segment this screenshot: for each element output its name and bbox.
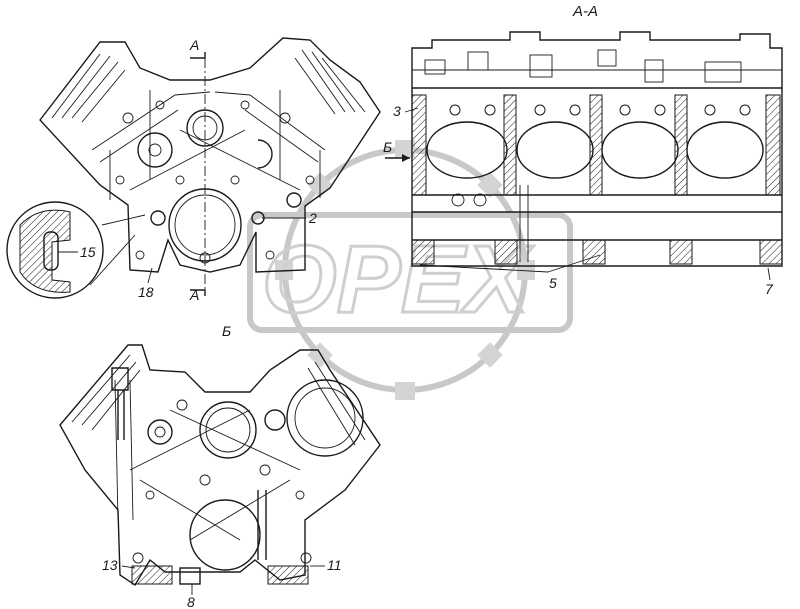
front-view-upper	[39, 37, 381, 296]
callout-18: 18	[138, 284, 154, 300]
callout-13: 13	[102, 557, 118, 573]
section-mark-bottom: А	[189, 287, 199, 303]
section-a-a-view	[385, 31, 783, 267]
callout-8: 8	[187, 594, 195, 609]
callout-7: 7	[765, 281, 774, 297]
leader-lines	[121, 107, 771, 595]
callout-11: 11	[327, 557, 342, 573]
watermark-gear-teeth	[275, 140, 535, 400]
section-mark-top: А	[189, 37, 199, 53]
front-view-lower	[59, 344, 381, 586]
callout-2: 2	[308, 210, 317, 226]
callout-3: 3	[393, 103, 401, 119]
watermark-text: OPEX	[262, 226, 534, 333]
watermark: OPEX	[247, 140, 573, 400]
view-b-caption: Б	[222, 323, 231, 339]
callout-5: 5	[549, 275, 557, 291]
callout-15: 15	[80, 244, 96, 260]
detail-callout-circle	[6, 201, 146, 299]
watermark-plate	[247, 212, 573, 333]
view-b-arrow-label: Б	[383, 139, 392, 155]
section-title: А-А	[572, 3, 598, 20]
